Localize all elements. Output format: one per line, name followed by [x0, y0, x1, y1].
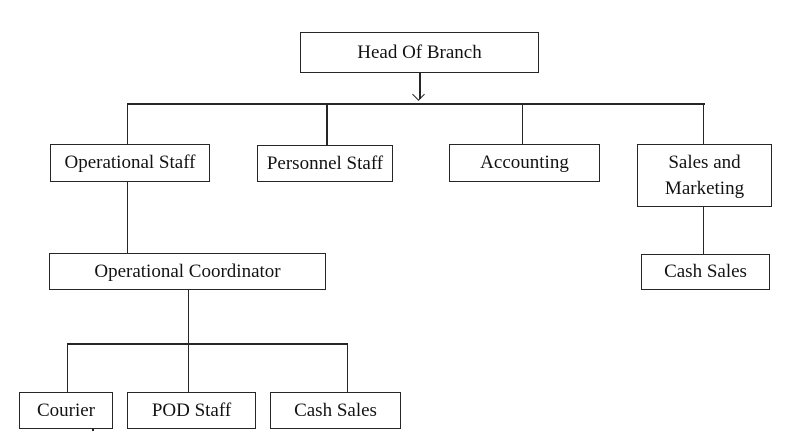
node-personnel-staff[interactable]: Personnel Staff: [257, 145, 393, 182]
node-sales-and-marketing[interactable]: Sales and Marketing: [637, 144, 772, 207]
node-label: Sales and Marketing: [664, 151, 745, 199]
connector-drop-cash-sales: [346, 343, 348, 392]
node-accounting[interactable]: Accounting: [449, 144, 600, 182]
connector-drop-personnel-staff: [326, 103, 328, 145]
node-label: Personnel Staff: [266, 152, 384, 174]
connector-sales-cashsales: [702, 207, 704, 254]
connector-drop-operational-staff: [126, 103, 128, 144]
connector-opstaff-opcoord: [126, 182, 128, 253]
connector-head-stem: [419, 73, 421, 99]
connector-opcoord-stem: [187, 290, 189, 343]
connector-drop-sales-marketing: [702, 103, 704, 144]
node-label: Cash Sales: [294, 399, 377, 421]
node-pod-staff[interactable]: POD Staff: [127, 392, 256, 429]
node-courier[interactable]: Courier: [19, 392, 113, 429]
node-label: Operational Coordinator: [94, 260, 281, 282]
node-operational-staff[interactable]: Operational Staff: [50, 144, 210, 182]
node-head-of-branch[interactable]: Head Of Branch: [300, 32, 539, 73]
node-label: Cash Sales: [664, 261, 747, 282]
node-label: Courier: [36, 399, 96, 421]
connector-top-bus: [126, 103, 705, 105]
node-label: Operational Staff: [64, 152, 196, 173]
node-label: Accounting: [480, 152, 569, 173]
connector-drop-pod-staff: [187, 343, 189, 392]
connector-bottom-bus: [66, 343, 348, 345]
node-cash-sales-bottom[interactable]: Cash Sales: [270, 392, 401, 429]
connector-drop-accounting: [521, 103, 523, 144]
arrow-down-icon: [411, 88, 425, 101]
connector-drop-courier: [66, 343, 68, 392]
node-operational-coordinator[interactable]: Operational Coordinator: [49, 253, 326, 290]
node-cash-sales-right[interactable]: Cash Sales: [641, 254, 770, 290]
node-label: Head Of Branch: [357, 41, 482, 63]
node-label: POD Staff: [151, 399, 232, 421]
